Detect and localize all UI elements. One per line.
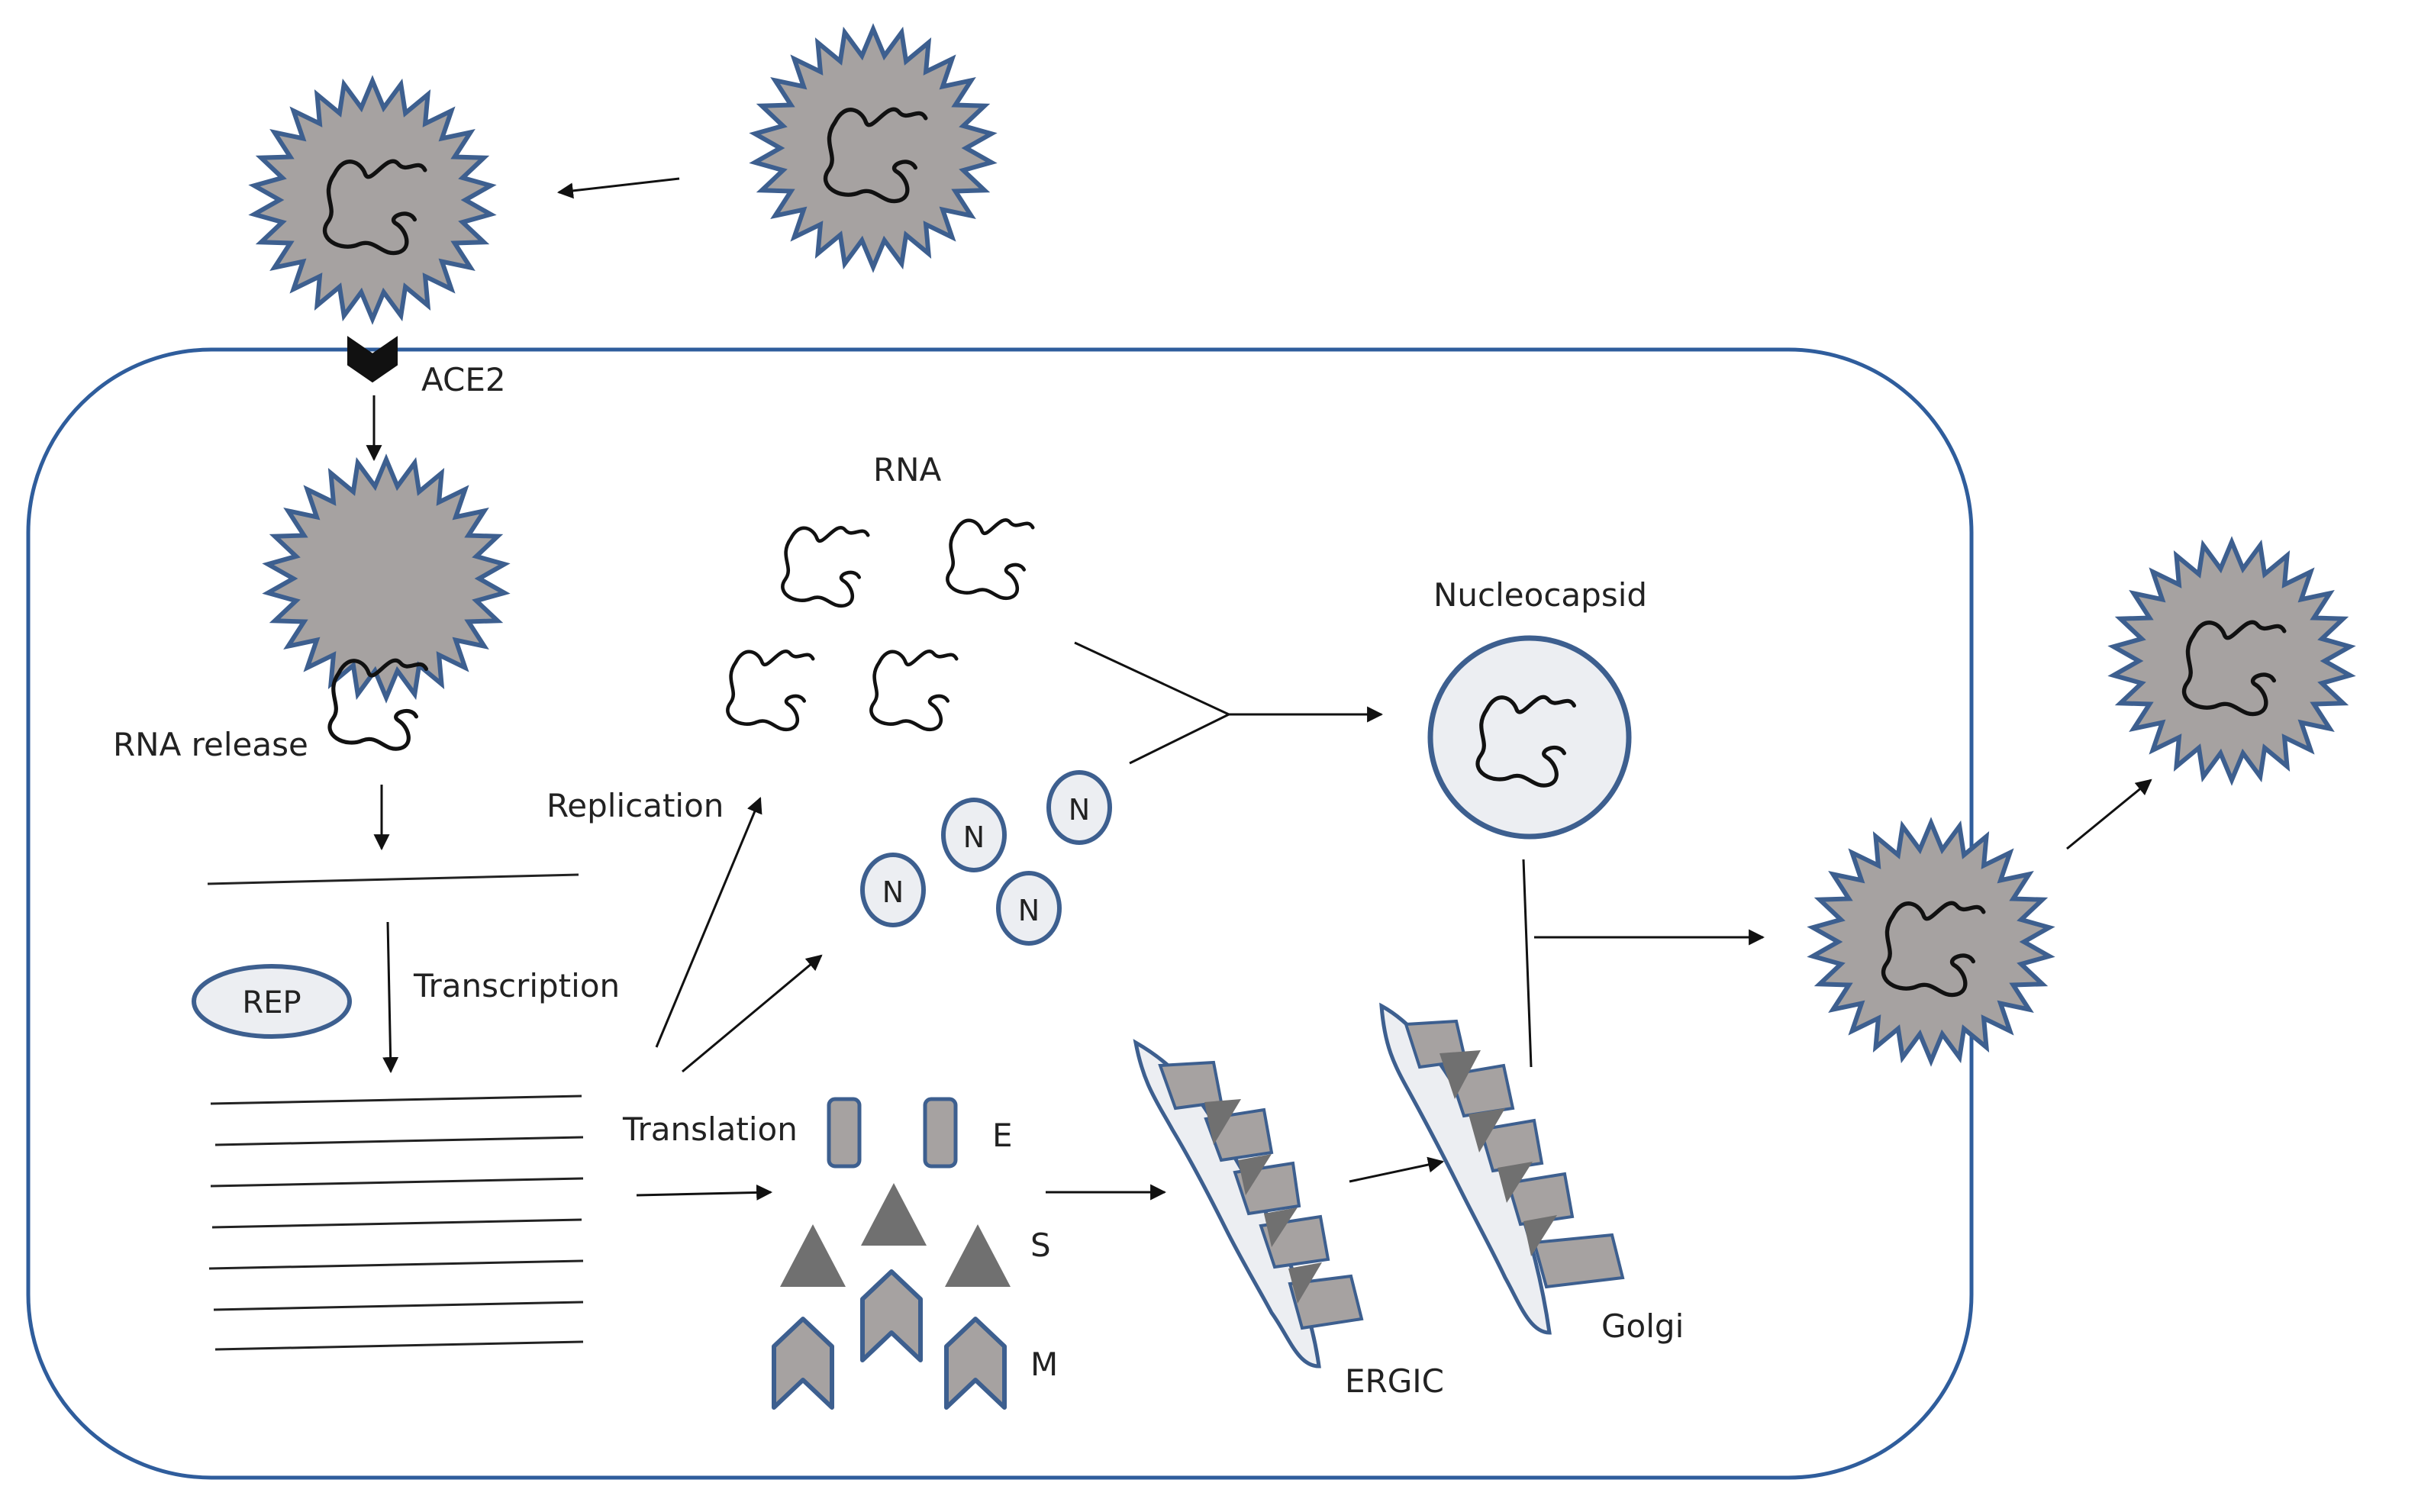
- n-protein: N: [1046, 770, 1112, 845]
- attached-virus-particle: [248, 75, 497, 325]
- transcript-line: [211, 1218, 582, 1229]
- nucleocapsid-circle: [1427, 635, 1632, 840]
- e-label: E: [992, 1117, 1013, 1154]
- s-protein-icon: [945, 1224, 1011, 1287]
- to-golgi-arrow: [1349, 1156, 1445, 1183]
- flow-arrows: [366, 177, 2152, 1201]
- nucleocapsid-label: Nucleocapsid: [1433, 576, 1647, 614]
- s-protein-icon: [861, 1183, 927, 1246]
- transcription-arrow: [382, 921, 399, 1074]
- s-label: S: [1030, 1227, 1051, 1264]
- structural-translation-arrow: [636, 1184, 773, 1201]
- virus-envelope-icon: [248, 75, 497, 325]
- n-merge-line: [1129, 713, 1230, 765]
- m-protein-icon: [862, 1272, 920, 1360]
- released-virus-particle: [2107, 536, 2356, 786]
- virus-particles: [248, 23, 2356, 1067]
- nucleocapsid-down-line: [1522, 859, 1533, 1068]
- virus-envelope-icon: [262, 453, 511, 704]
- rep-ellipse: [192, 964, 352, 1039]
- n-protein: N: [860, 853, 926, 927]
- rna-strand-icon: [727, 651, 813, 730]
- virus-envelope-icon: [749, 23, 998, 273]
- rna-strand-icon: [782, 527, 868, 606]
- attachment-arrow: [556, 177, 680, 199]
- n-protein-label: N: [1018, 894, 1040, 927]
- ace2-label: ACE2: [421, 361, 506, 398]
- n-translation-arrow: [682, 954, 823, 1073]
- m-protein-icon: [946, 1319, 1004, 1407]
- n-proteins: N N N N: [860, 770, 1112, 946]
- subgenomic-transcripts: [208, 1095, 584, 1351]
- rna-label: RNA: [873, 451, 942, 488]
- ergic-organelle: [1133, 1039, 1364, 1369]
- endocytosed-virus-particle: [262, 453, 511, 704]
- rna-merge-line: [1074, 641, 1230, 716]
- budding-virus-particle: [1807, 817, 2055, 1067]
- virus-envelope-icon: [1807, 817, 2055, 1067]
- transcript-line: [210, 1095, 582, 1105]
- n-protein: N: [996, 871, 1062, 946]
- transcript-line: [213, 1301, 584, 1311]
- transcript-line: [210, 1177, 584, 1188]
- rna-release-label: RNA release: [113, 726, 308, 763]
- rep-label: REP: [242, 985, 301, 1020]
- translation-label: Translation: [622, 1111, 798, 1148]
- n-protein-label: N: [1069, 793, 1090, 827]
- rna-strand-icon: [947, 520, 1033, 598]
- golgi-organelle: [1379, 1002, 1625, 1335]
- rna-strand-icon: [871, 651, 956, 730]
- e-protein-icon: [925, 1099, 956, 1166]
- virus-envelope-icon: [2107, 536, 2356, 786]
- m-protein-icon: [774, 1319, 832, 1407]
- ace2-receptor-icon: [347, 336, 398, 383]
- ergic-label: ERGIC: [1345, 1362, 1444, 1400]
- golgi-label: Golgi: [1601, 1307, 1684, 1345]
- genome-line: [207, 873, 579, 885]
- n-protein: N: [941, 798, 1007, 872]
- exit-arrow: [2066, 779, 2152, 850]
- transcript-line: [208, 1259, 584, 1270]
- transcript-line: [214, 1136, 584, 1146]
- m-label: M: [1030, 1346, 1058, 1383]
- free-virus-particle: [749, 23, 998, 273]
- replication-arrow: [655, 797, 762, 1048]
- transcription-label: Transcription: [413, 967, 620, 1004]
- transcript-line: [214, 1340, 584, 1351]
- n-protein-label: N: [882, 875, 904, 909]
- e-protein-icon: [829, 1099, 859, 1166]
- s-protein-icon: [780, 1224, 846, 1287]
- replication-label: Replication: [546, 787, 724, 824]
- n-protein-label: N: [963, 820, 985, 854]
